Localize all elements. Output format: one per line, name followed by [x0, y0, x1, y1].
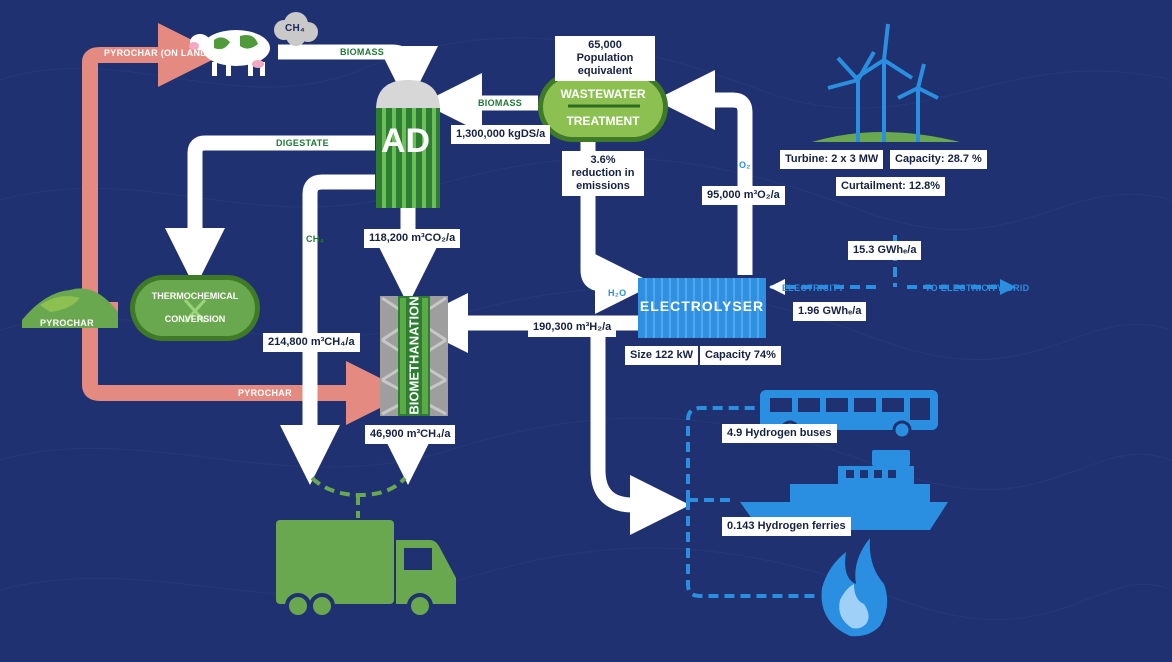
electricity-label: ELECTRICITY — [782, 283, 845, 293]
wastewater-label-1: WASTEWATER — [560, 87, 646, 101]
co2-box: 118,200 m³CO₂/a — [364, 229, 461, 248]
o2-label: O₂ — [739, 160, 751, 170]
digestate-label: DIGESTATE — [276, 138, 329, 148]
pyrochar-flow — [82, 23, 410, 425]
pyrochar-node-label: PYROCHAR — [40, 318, 94, 328]
pyrochar-pile-icon — [22, 288, 118, 328]
ch4-emission-label: CH₄ — [285, 23, 306, 34]
truck-icon — [276, 520, 456, 619]
biomass-ad-label: BIOMASS — [478, 98, 523, 108]
turbine-box: Turbine: 2 x 3 MW — [780, 150, 884, 169]
reduction-box: 3.6% reduction in emissions — [562, 151, 644, 196]
electrolyser-label: ELECTROLYSER — [639, 298, 765, 314]
electrolyser-node — [638, 278, 766, 338]
ad-label: AD — [381, 122, 431, 160]
population-box: 65,000 Population equivalent — [555, 36, 655, 81]
thermochemical-node — [130, 275, 260, 341]
cow-icon — [189, 30, 270, 76]
biomass-top-label: BIOMASS — [340, 47, 385, 57]
o2-flow-box: 95,000 m³O₂/a — [702, 186, 785, 205]
flame-icon — [821, 538, 888, 637]
electrolyser-capacity-box: Capacity 74% — [700, 346, 781, 365]
wind-turbine-icon — [812, 23, 960, 142]
h2o-label: H₂O — [608, 288, 627, 298]
biomethanation-tower — [380, 296, 448, 416]
thermochemical-label-2: CONVERSION — [164, 314, 226, 324]
electricity-arrowhead — [769, 279, 785, 295]
ad-digester — [376, 80, 440, 208]
curtailment-box: Curtailment: 12.8% — [836, 177, 946, 196]
gas-cloud-icon — [274, 12, 318, 46]
grid-arrowhead — [1000, 279, 1016, 295]
wastewater-label-2: TREATMENT — [566, 114, 640, 128]
pyrochar-bottom-label: PYROCHAR — [238, 388, 292, 398]
kgds-box: 1,300,000 kgDS/a — [451, 125, 551, 144]
biomethanation-label: BIOMETHANATION — [406, 296, 422, 415]
thermochemical-label-1: THERMOCHEMICAL — [151, 291, 239, 301]
gwh-196-box: 1.96 GWhₑ/a — [793, 302, 867, 321]
ch4-214-box: 214,800 m³CH₄/a — [263, 333, 360, 352]
ch4-46-box: 46,900 m³CH₄/a — [365, 425, 456, 444]
pyrochar-on-land-label: PYROCHAR (ON LAND) — [104, 48, 211, 58]
electrolyser-size-box: Size 122 kW — [625, 346, 698, 365]
wind-capacity-box: Capacity: 28.7 % — [890, 150, 987, 169]
white-flows — [165, 44, 753, 535]
ferries-box: 0.143 Hydrogen ferries — [722, 517, 851, 536]
ch4-vertical-label: CH₄ — [306, 234, 325, 244]
gwh-15-box: 15.3 GWhₑ/a — [848, 241, 922, 260]
wastewater-node — [538, 72, 668, 142]
buses-box: 4.9 Hydrogen buses — [722, 424, 837, 443]
h2-box: 190,300 m³H₂/a — [528, 318, 617, 337]
green-dashed-links — [310, 476, 407, 518]
to-grid-label: TO ELECTRICITY GRID — [925, 283, 1030, 293]
blue-dashed-links — [686, 235, 1000, 598]
